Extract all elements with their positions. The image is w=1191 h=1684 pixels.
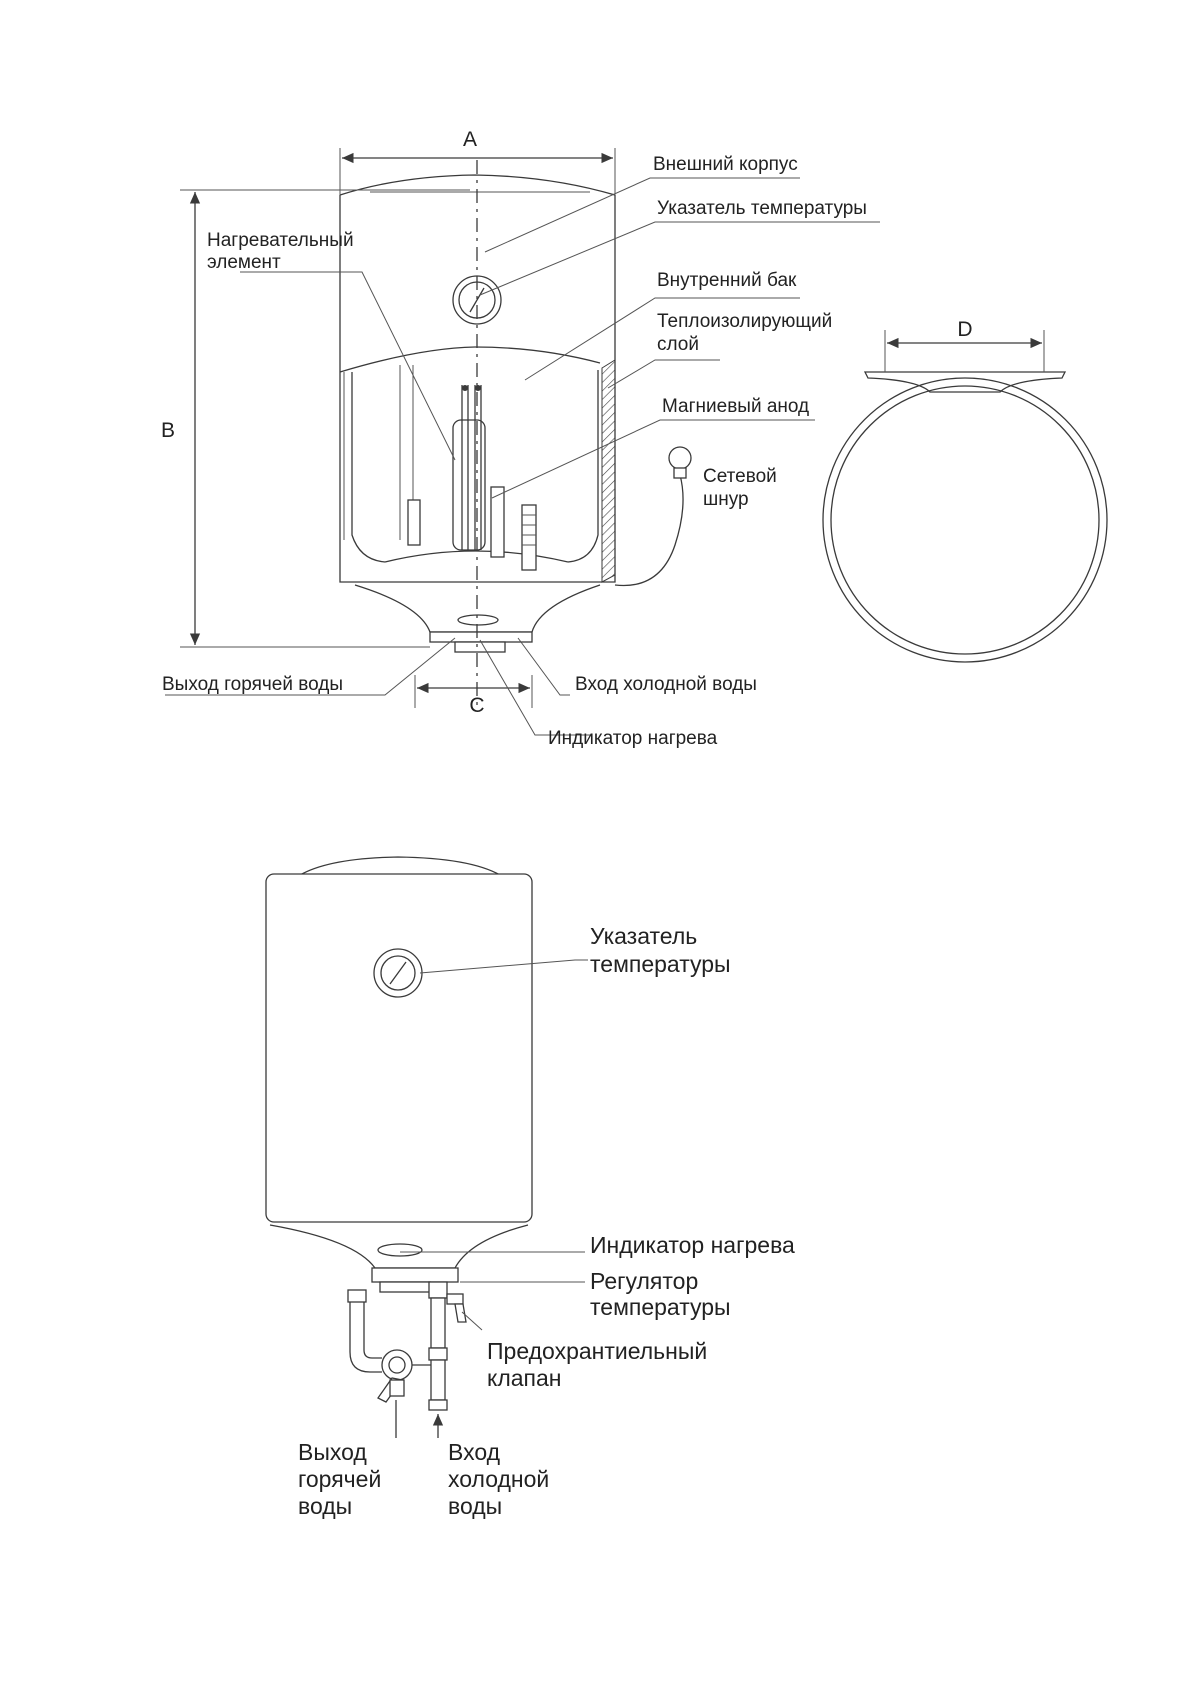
- ext-label-safety-valve-1: Предохрантиельный: [487, 1338, 707, 1364]
- ext-label-hot-out-3: воды: [298, 1493, 352, 1519]
- cold-water-pipe: [412, 1281, 448, 1411]
- mixing-valve-icon: [377, 1349, 413, 1403]
- label-heating-element-1: Нагревательный: [207, 230, 354, 251]
- ext-label-safety-valve-2: клапан: [487, 1365, 561, 1391]
- exterior-top-dome: [299, 856, 501, 876]
- ext-label-cold-in-1: Вход: [448, 1439, 501, 1465]
- label-power-cord-1: Сетевой: [703, 466, 777, 487]
- inner-tank-right-wall: [567, 370, 599, 563]
- mounting-bracket: [863, 371, 1067, 393]
- label-outer-casing: Внешний корпус: [653, 154, 798, 175]
- ext-label-hot-out-2: горячей: [298, 1466, 381, 1492]
- label-insulation-2: слой: [657, 334, 699, 355]
- insulation-layer: [601, 359, 616, 583]
- safety-valve-icon: [446, 1293, 467, 1323]
- dimension-a: A: [339, 128, 616, 195]
- ext-label-temp-indicator-1: Указатель: [590, 923, 697, 949]
- label-heating-indicator: Индикатор нагрева: [548, 728, 718, 749]
- magnesium-anode-shape: [490, 486, 505, 558]
- top-dome: [339, 174, 616, 196]
- exterior-view: Указатель температуры Индикатор нагрева …: [265, 856, 795, 1519]
- inner-tank-left-wall: [351, 372, 386, 563]
- ext-label-temp-regulator-2: температуры: [590, 1294, 731, 1320]
- dimension-c: C: [414, 675, 533, 717]
- exterior-casing: [265, 873, 533, 1223]
- label-insulation-1: Теплоизолирующий: [657, 311, 832, 332]
- label-heating-element-2: элемент: [207, 252, 281, 273]
- exterior-leader-lines: [400, 959, 588, 1331]
- dimension-b: B: [161, 189, 470, 648]
- label-temp-indicator: Указатель температуры: [657, 198, 867, 219]
- label-power-cord-2: шнур: [703, 489, 749, 510]
- dim-c-label: C: [469, 694, 484, 717]
- heating-element: [452, 385, 486, 551]
- inner-tank-bottom: [384, 550, 569, 563]
- label-cold-water-inlet: Вход холодной воды: [575, 674, 757, 695]
- label-magnesium-anode: Магниевый анод: [662, 396, 809, 417]
- ext-label-hot-out-1: Выход: [298, 1439, 367, 1465]
- power-cord-icon: [614, 446, 692, 587]
- label-hot-water-outlet: Выход горячей воды: [162, 674, 343, 695]
- ext-label-cold-in-3: воды: [448, 1493, 502, 1519]
- leader-lines: [165, 177, 880, 736]
- thermostat-rod: [521, 504, 537, 571]
- dim-b-label: B: [161, 419, 175, 442]
- section-view: A B C Внешний корпус: [161, 128, 880, 749]
- ext-label-temp-regulator-1: Регулятор: [590, 1268, 698, 1294]
- inner-tank-top: [339, 346, 601, 373]
- top-plan-view: D: [822, 318, 1108, 663]
- ext-label-cold-in-2: холодной: [448, 1466, 549, 1492]
- hot-water-pipe: [347, 1289, 382, 1373]
- ext-label-temp-indicator-2: температуры: [590, 951, 731, 977]
- dim-d-label: D: [957, 318, 972, 341]
- ext-label-heating-indicator: Индикатор нагрева: [590, 1232, 795, 1258]
- label-inner-tank: Внутренний бак: [657, 270, 797, 291]
- dim-a-label: A: [463, 128, 477, 151]
- exterior-temperature-gauge-icon: [373, 948, 423, 998]
